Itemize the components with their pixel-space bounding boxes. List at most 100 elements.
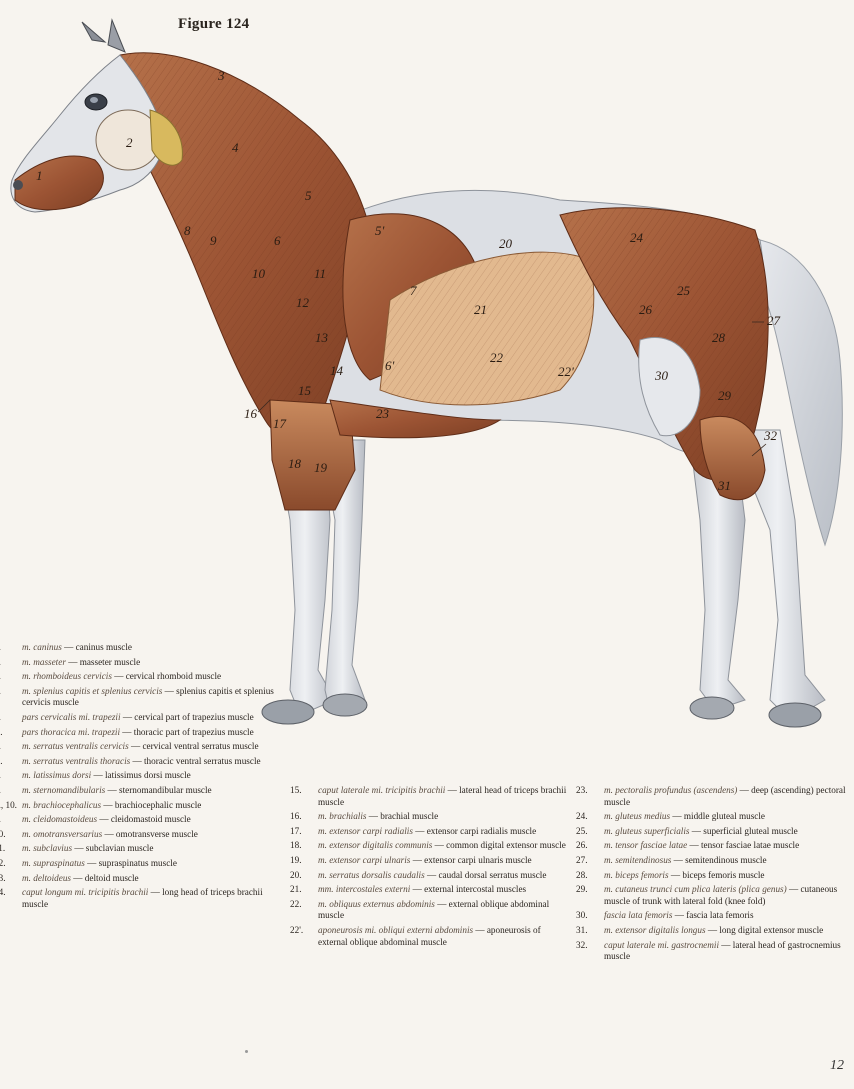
legend-item-latin: m. extensor digitalis communis (318, 840, 432, 850)
legend-item: 2. m. masseter — masseter muscle (8, 657, 278, 669)
label-29: 29 (718, 388, 732, 403)
legend-item-latin: m. obliquus externus abdominis (318, 899, 435, 909)
label-15: 15 (298, 383, 312, 398)
legend-item: 31. m. extensor digitalis longus — long … (590, 925, 852, 937)
legend-item-english: extensor carpi ulnaris muscle (424, 855, 531, 865)
legend-item-latin: m. biceps femoris (604, 870, 669, 880)
legend-item: 24. m. gluteus medius — middle gluteal m… (590, 811, 852, 823)
legend-item-number: 29. (590, 884, 604, 896)
legend-item-latin: m. serratus ventralis thoracis (22, 756, 130, 766)
legend-item: 21. mm. intercostales externi — external… (304, 884, 570, 896)
legend-item: 4. m. splenius capitis et splenius cervi… (8, 686, 278, 709)
legend-column-1: 1. m. caninus — caninus muscle 2. m. mass… (8, 642, 278, 913)
legend-item-latin: m. supraspinatus (22, 858, 85, 868)
legend-item-number: 9. (8, 814, 22, 826)
legend-item-latin: m. omotransversarius (22, 829, 102, 839)
legend-item-latin: m. subclavius (22, 843, 72, 853)
label-21: 21 (474, 302, 487, 317)
label-9: 9 (210, 233, 217, 248)
legend-item-latin: m. extensor carpi ulnaris (318, 855, 410, 865)
legend-item-number: 2. (8, 657, 22, 669)
label-8: 8 (184, 223, 191, 238)
legend-item-latin: m. serratus dorsalis caudalis (318, 870, 425, 880)
legend-item-latin: m. brachiocephalicus (22, 800, 101, 810)
page-number: 12 (830, 1058, 844, 1074)
page-mark (245, 1050, 248, 1053)
legend-column-2: 15. caput laterale mi. tricipitis brachi… (304, 785, 570, 951)
label-31: 31 (717, 478, 731, 493)
legend-item-english: thoracic part of trapezius muscle (134, 727, 254, 737)
legend-item-english: deltoid muscle (85, 873, 139, 883)
legend-item-number: 22'. (304, 925, 318, 937)
label-5: 5 (305, 188, 312, 203)
label-5-prime: 5' (375, 223, 385, 238)
label-13: 13 (315, 330, 329, 345)
label-26: 26 (639, 302, 653, 317)
legend-item-latin: m. cleidomastoideus (22, 814, 97, 824)
legend-item-latin: m. gluteus medius (604, 811, 670, 821)
legend-item-number: 27. (590, 855, 604, 867)
legend-item: 28. m. biceps femoris — biceps femoris m… (590, 870, 852, 882)
legend-item-english: caudal dorsal serratus muscle (438, 870, 546, 880)
label-22-prime: 22' (558, 364, 574, 379)
legend-item: 16. m. brachialis — brachial muscle (304, 811, 570, 823)
legend-item: 19. m. extensor carpi ulnaris — extensor… (304, 855, 570, 867)
legend-item: 10. m. omotransversarius — omotransverse… (8, 829, 278, 841)
legend-item-english: biceps femoris muscle (682, 870, 764, 880)
legend-item-number: 13. (8, 873, 22, 885)
legend-item-number: 8. (8, 785, 22, 797)
legend-item: 32. caput laterale mi. gastrocnemii — la… (590, 940, 852, 963)
legend-item-latin: aponeurosis mi. obliqui externi abdomini… (318, 925, 473, 935)
legend-item-number: 1. (8, 642, 22, 654)
legend-item: 25. m. gluteus superficialis — superfici… (590, 826, 852, 838)
legend-item-number: 15. (304, 785, 318, 797)
legend-item-latin: m. sternomandibularis (22, 785, 105, 795)
legend-item-english: common digital extensor muscle (446, 840, 566, 850)
legend-item-english: latissimus dorsi muscle (105, 770, 191, 780)
legend-item: 6'. m. serratus ventralis thoracis — tho… (8, 756, 278, 768)
legend-item-number: 10. (8, 829, 22, 841)
legend-item-latin: m. latissimus dorsi (22, 770, 91, 780)
legend-item-english: semitendinous muscle (685, 855, 766, 865)
label-24: 24 (630, 230, 644, 245)
label-12: 12 (296, 295, 310, 310)
legend-item-latin: m. deltoideus (22, 873, 71, 883)
legend-item-number: 32. (590, 940, 604, 952)
label-23: 23 (376, 406, 390, 421)
label-14: 14 (330, 363, 344, 378)
legend-item-number: 6'. (8, 756, 22, 768)
legend-item: 12. m. supraspinatus — supraspinatus mus… (8, 858, 278, 870)
legend-item: 1. m. caninus — caninus muscle (8, 642, 278, 654)
legend-item: 20. m. serratus dorsalis caudalis — caud… (304, 870, 570, 882)
legend-item: 13. m. deltoideus — deltoid muscle (8, 873, 278, 885)
legend-item: 14. caput longum mi. tricipitis brachii … (8, 887, 278, 910)
legend-item-number: 9., 10. (8, 800, 22, 812)
legend-item-number: 23. (590, 785, 604, 797)
legend-item-latin: m. pectoralis profundus (ascendens) (604, 785, 737, 795)
legend-item-latin: m. masseter (22, 657, 66, 667)
legend-item-english: tensor fasciae latae muscle (701, 840, 799, 850)
label-19: 19 (314, 460, 328, 475)
legend-item-latin: m. semitendinosus (604, 855, 671, 865)
legend-item-latin: pars thoracica mi. trapezii (22, 727, 120, 737)
legend-item-number: 26. (590, 840, 604, 852)
legend-item-number: 3. (8, 671, 22, 683)
legend-item-latin: caput longum mi. tricipitis brachii (22, 887, 148, 897)
legend-item-number: 16. (304, 811, 318, 823)
label-6: 6 (274, 233, 281, 248)
legend-item-english: cleidomastoid muscle (111, 814, 191, 824)
label-28: 28 (712, 330, 726, 345)
legend-item: 9., 10. m. brachiocephalicus — brachioce… (8, 800, 278, 812)
legend-item-english: thoracic ventral serratus muscle (144, 756, 261, 766)
legend-item-number: 20. (304, 870, 318, 882)
legend-item-number: 12. (8, 858, 22, 870)
legend-item-number: 31. (590, 925, 604, 937)
label-22: 22 (490, 350, 504, 365)
legend-item: 5'. pars thoracica mi. trapezii — thorac… (8, 727, 278, 739)
legend-item-number: 18. (304, 840, 318, 852)
legend-item: 29. m. cutaneus trunci cum plica lateris… (590, 884, 852, 907)
label-2: 2 (126, 135, 133, 150)
legend-item-number: 25. (590, 826, 604, 838)
legend-item-english: brachiocephalic muscle (115, 800, 201, 810)
